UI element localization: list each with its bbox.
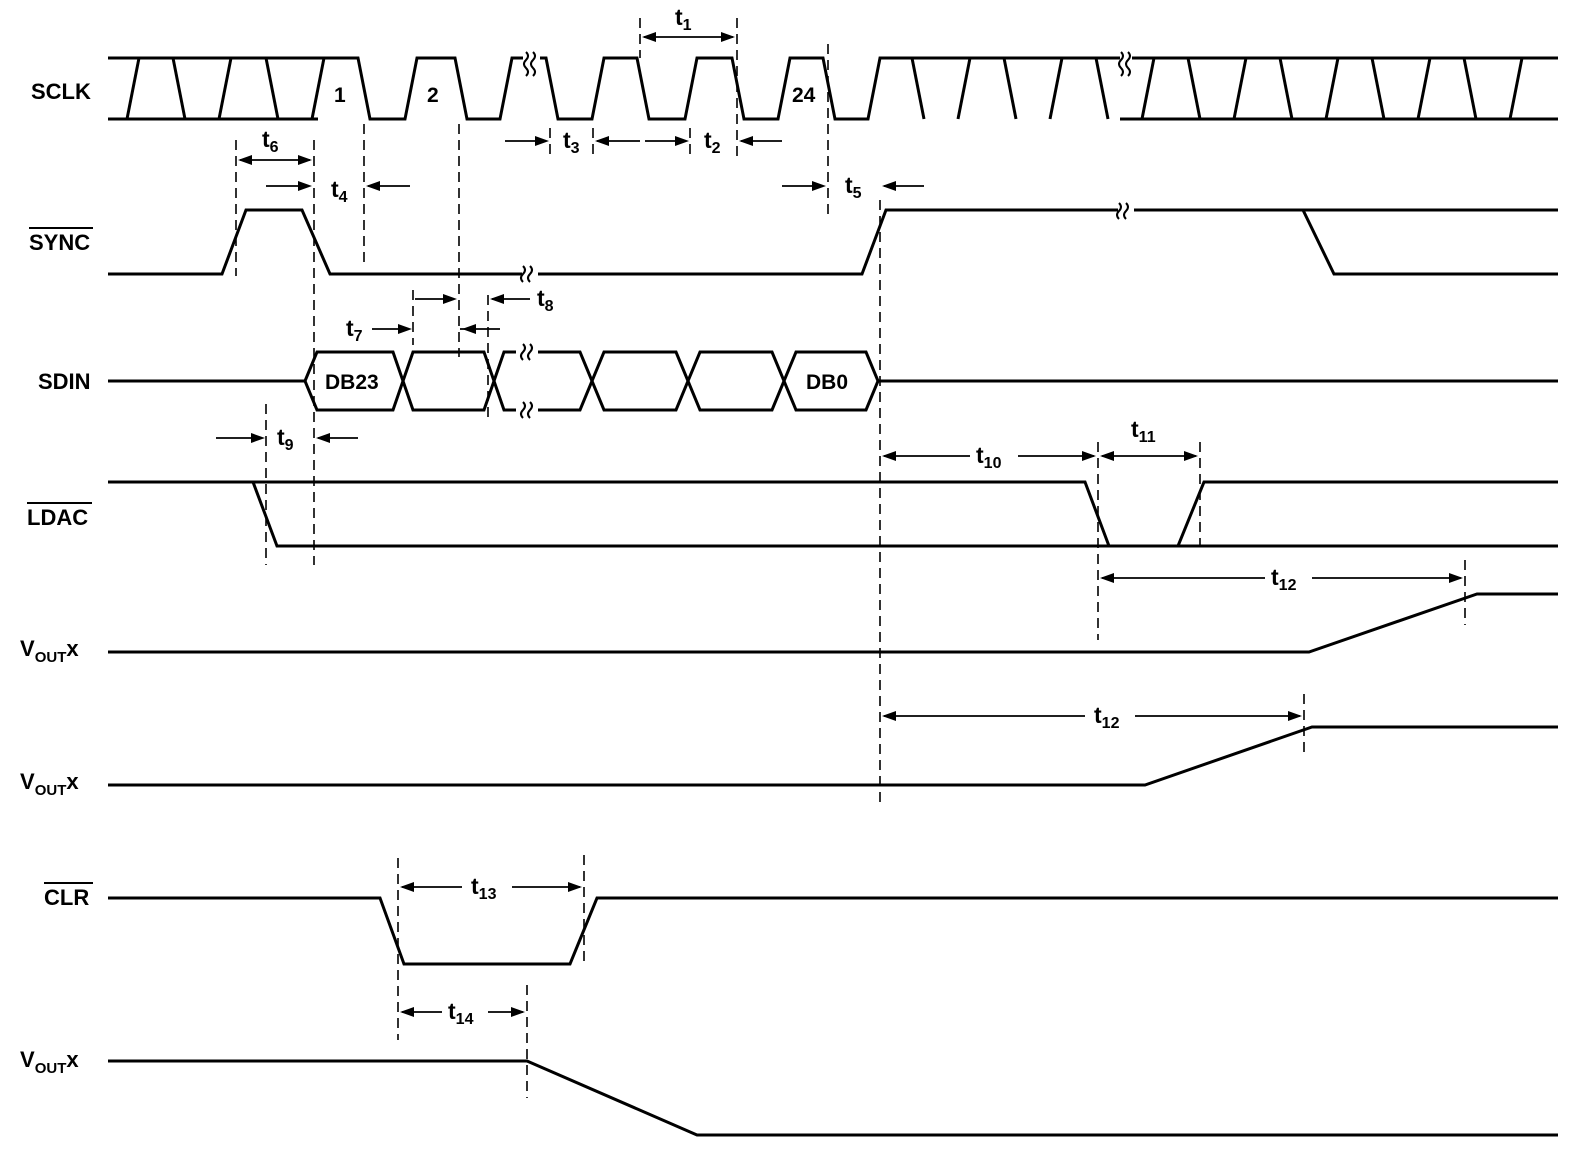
vout1-waveform xyxy=(108,592,1558,654)
vout-main: V xyxy=(20,769,35,794)
vout-sub: OUT xyxy=(35,1060,67,1077)
pulse-1-label: 1 xyxy=(334,84,346,107)
t11-label: t11 xyxy=(1131,416,1156,446)
ldac-label: LDAC xyxy=(27,505,88,530)
sync-label: SYNC xyxy=(29,230,90,255)
vout-main: V xyxy=(20,636,35,661)
t1-label: t1 xyxy=(675,4,692,34)
vout-sub: OUT xyxy=(35,782,67,799)
reference-lines xyxy=(235,18,1466,1098)
vout-suffix: x xyxy=(66,1047,79,1072)
sclk-break-marks xyxy=(523,51,1131,77)
t3-label: t3 xyxy=(563,127,580,157)
vout-label-2: VOUTx xyxy=(20,769,79,799)
vout-sub: OUT xyxy=(35,649,67,666)
pulse-24-label: 24 xyxy=(792,84,816,107)
t5-label: t5 xyxy=(845,172,862,202)
vout-main: V xyxy=(20,1047,35,1072)
clr-waveform xyxy=(108,896,1558,966)
vout-label-1: VOUTx xyxy=(20,636,79,666)
sync-waveform xyxy=(108,202,1558,283)
t13-label: t13 xyxy=(471,873,497,903)
sclk-free-run-edges xyxy=(125,57,1524,120)
clr-label: CLR xyxy=(44,885,89,910)
sdin-label: SDIN xyxy=(38,369,91,394)
t14-label: t14 xyxy=(448,998,474,1028)
pulse-2-label: 2 xyxy=(427,84,439,107)
sclk-waveform xyxy=(108,51,1558,121)
bit-db0: DB0 xyxy=(806,371,848,394)
vout3-waveform xyxy=(108,1059,1558,1137)
ldac-waveform xyxy=(108,480,1558,548)
vout-suffix: x xyxy=(66,636,79,661)
t4-label: t4 xyxy=(331,176,348,206)
t10-label: t10 xyxy=(976,442,1002,472)
sclk-label: SCLK xyxy=(31,79,91,104)
t12-label-a: t12 xyxy=(1271,564,1297,594)
t6-label: t6 xyxy=(262,126,279,156)
bit-db23: DB23 xyxy=(325,371,379,394)
t9-label: t9 xyxy=(277,424,294,454)
vout-label-3: VOUTx xyxy=(20,1047,79,1077)
t2-label: t2 xyxy=(704,127,721,157)
t7-label: t7 xyxy=(346,315,363,345)
sdin-waveform xyxy=(108,343,1558,419)
t12-label-b: t12 xyxy=(1094,702,1120,732)
vout-suffix: x xyxy=(66,769,79,794)
vout2-waveform xyxy=(108,725,1558,787)
timing-arrows xyxy=(216,32,1463,1017)
t8-label: t8 xyxy=(537,285,554,315)
